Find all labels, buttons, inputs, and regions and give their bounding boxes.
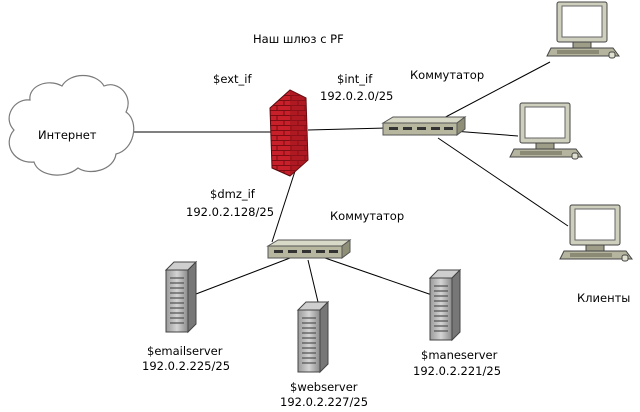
link-firewall-switch-bottom	[271, 167, 297, 243]
switch-top-label: Коммутатор	[410, 68, 484, 82]
clients-label: Клиенты	[577, 291, 630, 305]
webserver-ip: 192.0.2.227/25	[280, 395, 368, 408]
switch-top	[382, 116, 466, 136]
webserver-name: $webserver	[290, 380, 358, 394]
dmz-if-label: $dmz_if	[210, 187, 256, 201]
internet-cloud: Интернет	[8, 74, 135, 176]
link-switch-client3	[437, 137, 569, 227]
emailserver-name: $emailserver	[147, 344, 223, 358]
connection-lines	[126, 61, 569, 303]
client-pc-1	[546, 1, 620, 59]
link-switch-client1	[437, 61, 551, 122]
dmz-net-label: 192.0.2.128/25	[186, 205, 274, 219]
diagram-title: Наш шлюз с PF	[253, 32, 344, 46]
int-net-label: 192.0.2.0/25	[320, 89, 393, 103]
internet-label: Интернет	[38, 128, 97, 142]
server-icon	[429, 269, 461, 341]
server-mane	[429, 269, 461, 341]
ext-if-label: $ext_if	[213, 72, 252, 86]
int-if-label: $int_if	[337, 72, 373, 86]
maneserver-name: $maneserver	[421, 348, 498, 362]
computer-icon	[546, 1, 620, 59]
emailserver-ip: 192.0.2.225/25	[142, 359, 230, 373]
switch-bottom	[267, 239, 351, 259]
server-web	[297, 301, 329, 373]
link-switch-webserver	[307, 259, 319, 303]
firewall	[269, 89, 309, 177]
maneserver-ip: 192.0.2.221/25	[413, 364, 501, 378]
switch-icon	[382, 116, 466, 136]
server-icon	[297, 301, 329, 373]
client-pc-3	[559, 204, 633, 262]
switch-icon	[267, 239, 351, 259]
cloud-icon	[8, 74, 135, 176]
link-switch-emailserver	[195, 257, 291, 295]
server-icon	[165, 261, 197, 333]
link-switch-maneserver	[324, 257, 433, 296]
switch-bottom-label: Коммутатор	[330, 209, 404, 223]
computer-icon	[509, 102, 583, 160]
client-pc-2	[509, 102, 583, 160]
link-firewall-switch-top	[307, 127, 386, 131]
computer-icon	[559, 204, 633, 262]
server-email	[165, 261, 197, 333]
